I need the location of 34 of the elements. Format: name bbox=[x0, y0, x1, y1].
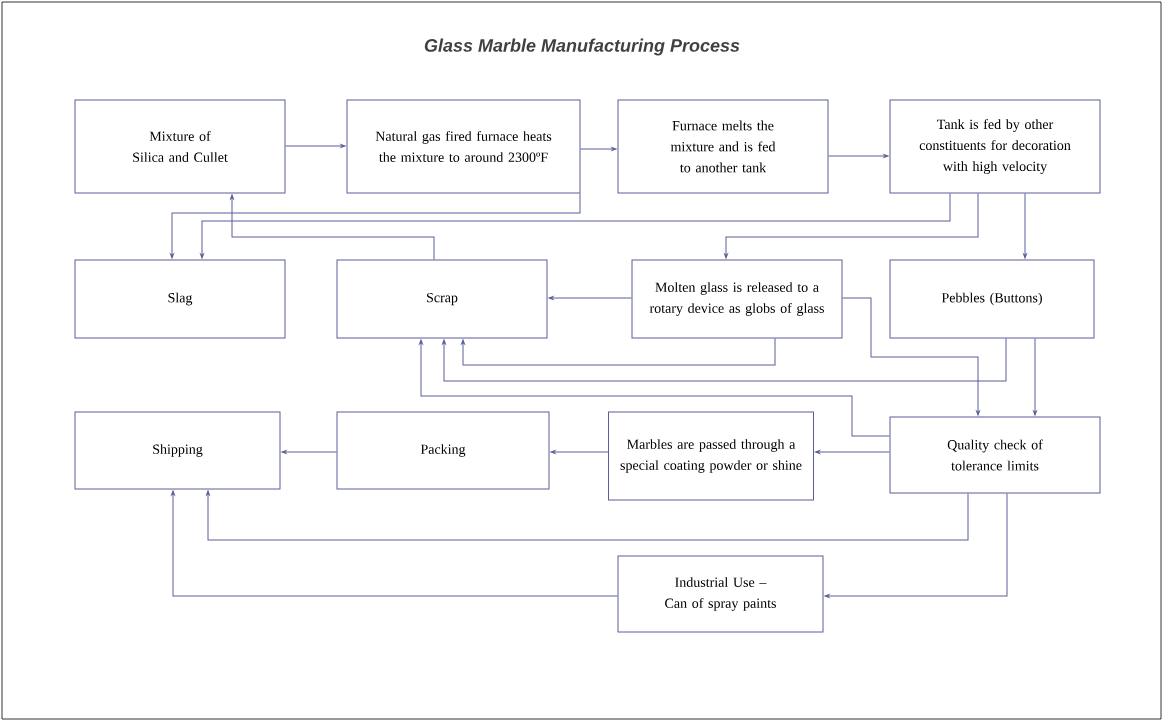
process-box: Shipping bbox=[74, 411, 281, 490]
arrow bbox=[1033, 338, 1037, 416]
arrow bbox=[548, 296, 632, 300]
arrow bbox=[550, 450, 609, 454]
arrow bbox=[171, 490, 618, 597]
arrow bbox=[1023, 193, 1027, 259]
arrow bbox=[580, 147, 617, 151]
arrow bbox=[824, 493, 1008, 598]
arrow bbox=[461, 338, 776, 366]
process-box: Scrap bbox=[336, 259, 548, 339]
arrow bbox=[170, 193, 581, 259]
arrow bbox=[281, 450, 337, 454]
arrow bbox=[815, 450, 890, 454]
process-box: Packing bbox=[336, 411, 550, 490]
process-box: Quality check of tolerance limits bbox=[889, 416, 1101, 494]
process-box: Molten glass is released to a rotary device as globs of glass bbox=[631, 259, 843, 339]
process-box: Natural gas fired furnace heats the mixture to around 2300ºF bbox=[346, 99, 581, 194]
arrow bbox=[419, 339, 890, 437]
arrow bbox=[842, 297, 980, 416]
process-box: Marbles are passed through a special coating powder or shine bbox=[608, 411, 814, 501]
title: Glass Marble Manufacturing Process bbox=[424, 38, 740, 56]
arrow bbox=[442, 338, 1007, 382]
arrow bbox=[828, 154, 889, 158]
arrow bbox=[724, 193, 979, 259]
process-box: Industrial Use – Can of spray paints bbox=[617, 555, 824, 633]
process-box: Pebbles (Buttons) bbox=[889, 259, 1095, 339]
arrow bbox=[200, 193, 951, 259]
arrow bbox=[230, 194, 435, 260]
process-box: Slag bbox=[74, 259, 286, 339]
process-box: Mixture of Silica and Cullet bbox=[74, 99, 286, 194]
process-box: Furnace melts the mixture and is fed to another tank bbox=[617, 99, 829, 194]
process-box: Tank is fed by other constituents for decoration with high velocity bbox=[889, 99, 1101, 194]
arrow bbox=[285, 144, 346, 148]
arrow bbox=[206, 490, 969, 541]
